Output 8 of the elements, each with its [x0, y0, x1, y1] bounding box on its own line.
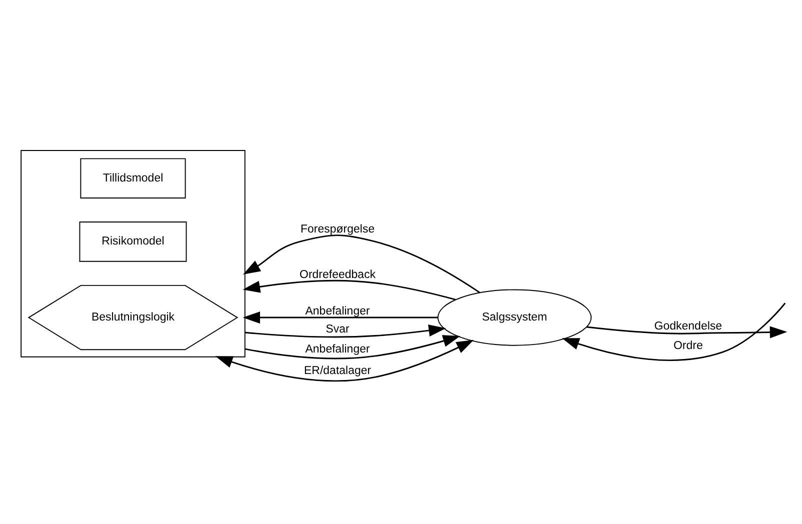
- edge-label: Forespørgelse: [300, 224, 375, 236]
- edge-label: Svar: [326, 324, 350, 336]
- edge-label: Godkendelse: [654, 320, 722, 333]
- edge-label: Ordre: [673, 340, 703, 352]
- edge-label: ER/datalager: [304, 364, 372, 377]
- edge-label: Anbefalinger: [305, 344, 370, 356]
- edge-label: Ordrefeedback: [300, 268, 376, 281]
- edge-label: Anbefalinger: [305, 305, 370, 318]
